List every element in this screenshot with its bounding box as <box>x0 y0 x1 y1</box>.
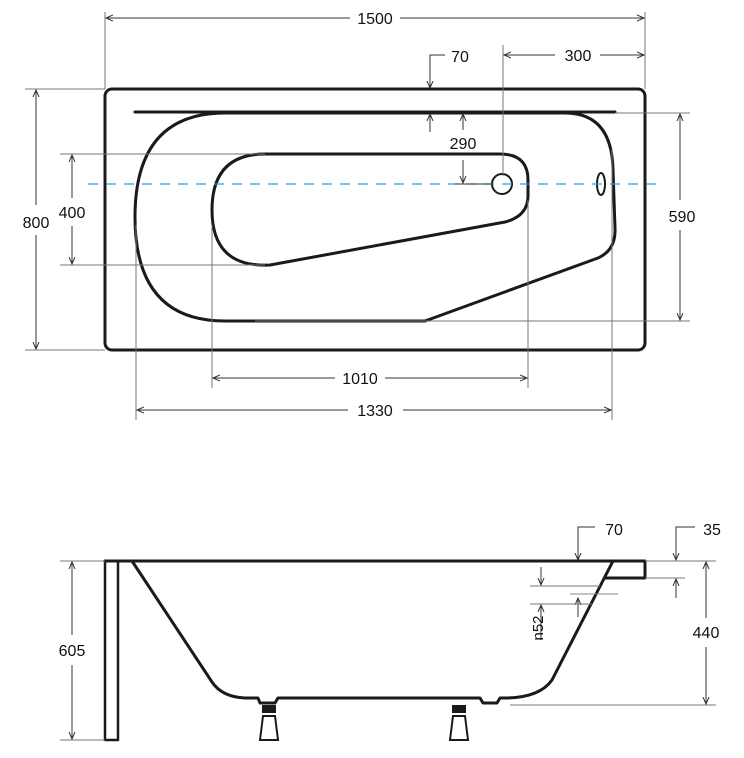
dim-drain-to-edge: 290 <box>450 136 477 153</box>
tub-body-profile <box>130 559 615 705</box>
side-view: 70 35 n52 605 440 <box>59 522 721 742</box>
dim-basin-depth: 440 <box>693 625 720 642</box>
dim-overflow-diameter: n52 <box>530 615 547 640</box>
dim-overall-width: 800 <box>23 215 50 232</box>
foot-left <box>258 705 280 741</box>
top-view: 1500 70 300 290 800 400 590 <box>23 11 696 420</box>
dim-rim-width-side: 70 <box>605 522 623 539</box>
rim-profile <box>103 559 647 580</box>
dim-rim-width-top: 70 <box>451 49 469 66</box>
basin-outline <box>133 111 617 323</box>
outer-rim <box>103 87 647 352</box>
dim-footwell-width: 400 <box>59 205 86 222</box>
dim-total-height: 605 <box>59 643 86 660</box>
foot-right <box>448 705 470 741</box>
dim-basin-length: 1330 <box>357 403 393 420</box>
front-panel <box>103 559 120 742</box>
dim-drain-offset: 300 <box>565 48 592 65</box>
dim-overall-length: 1500 <box>357 11 393 28</box>
dim-basin-width: 590 <box>669 209 696 226</box>
footwell-outline <box>210 152 530 267</box>
dim-rim-thickness: 35 <box>703 522 721 539</box>
dim-footwell-length: 1010 <box>342 371 378 388</box>
